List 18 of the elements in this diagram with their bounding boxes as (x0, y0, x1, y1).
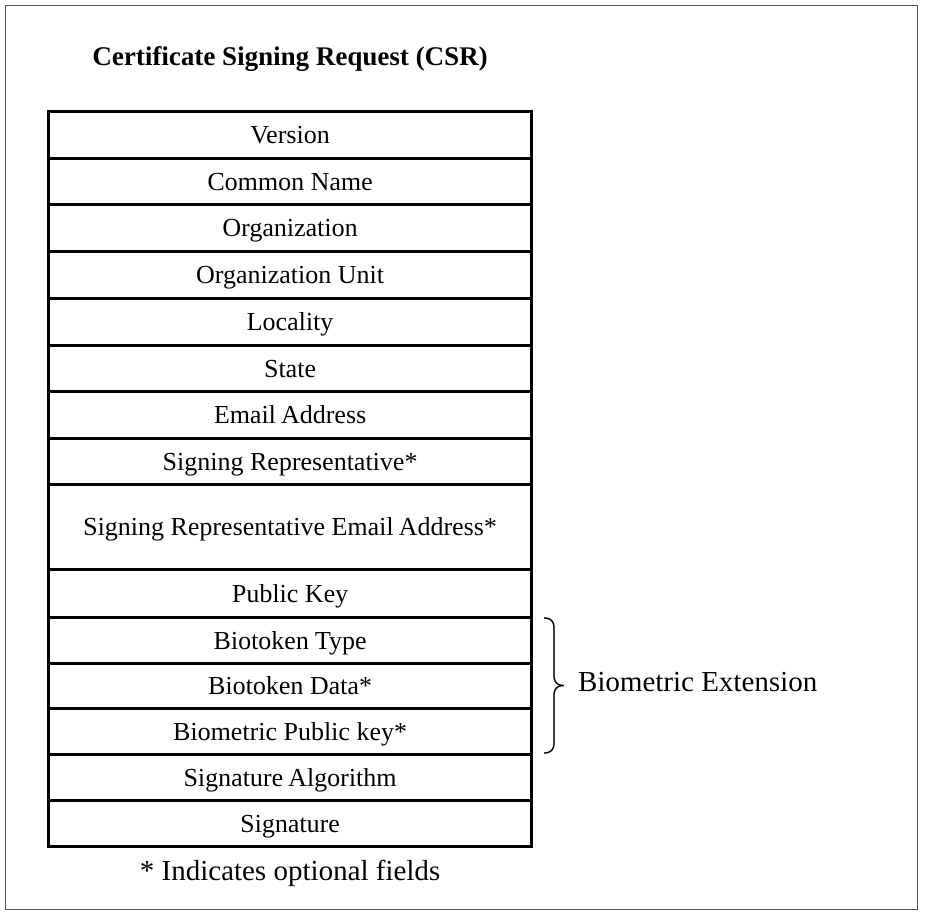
table-cell: Biometric Public key* (47, 707, 533, 756)
table-cell: Version (47, 110, 533, 160)
table-cell: Email Address (47, 390, 533, 440)
table-cell: Common Name (47, 157, 533, 206)
table-cell: Organization (47, 203, 533, 253)
table-cell: Signing Representative Email Address* (47, 483, 533, 571)
table-cell: Biotoken Type (47, 616, 533, 665)
footnote: * Indicates optional fields (138, 855, 442, 888)
table-cell: State (47, 344, 533, 393)
table-title: Certificate Signing Request (CSR) (91, 40, 489, 73)
table-cell: Organization Unit (47, 250, 533, 300)
table-cell: Biotoken Data* (47, 662, 533, 710)
table-cell: Signature (47, 799, 533, 848)
table-cell: Signature Algorithm (47, 753, 533, 802)
table-cell: Public Key (47, 568, 533, 619)
table-cell: Signing Representative* (47, 437, 533, 486)
bracket-label: Biometric Extension (578, 666, 818, 698)
table-cell: Locality (47, 297, 533, 347)
